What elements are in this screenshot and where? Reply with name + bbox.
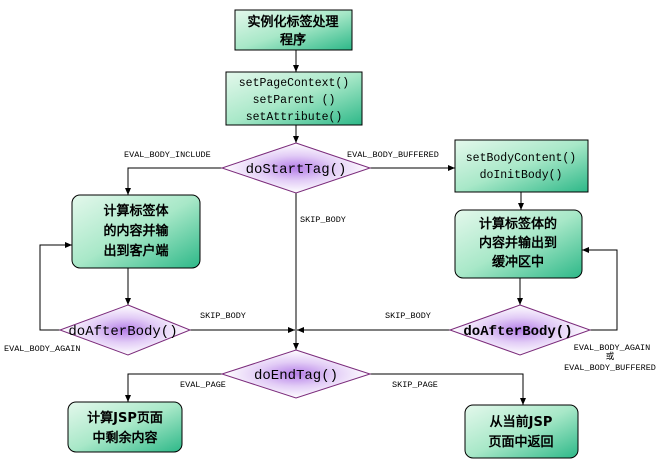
node-return-page: 从当前JSP 页面中返回 <box>464 404 579 459</box>
label-eval-page: EVAL_PAGE <box>180 380 226 390</box>
label-skip-body-left: SKIP_BODY <box>200 311 246 321</box>
label-eval-body-again-right: EVAL_BODY_AGAIN <box>574 343 651 353</box>
node-setters-line: setAttribute() <box>246 111 343 124</box>
node-compute-body-output-line: 出到客户端 <box>103 243 168 259</box>
node-set-body-content-line: setBodyContent() <box>466 152 576 165</box>
node-do-start-tag-label: doStartTag() <box>246 162 347 178</box>
label-skip-page: SKIP_PAGE <box>392 380 438 390</box>
edge-eval-body-include <box>125 167 222 195</box>
label-eval-body-buffered-right: EVAL_BODY_BUFFERED <box>564 363 656 373</box>
node-do-after-body-right-label: doAfterBody() <box>463 324 572 340</box>
label-eval-body-again-left: EVAL_BODY_AGAIN <box>4 344 81 354</box>
label-or: 或 <box>606 351 615 362</box>
label-skip-body-center: SKIP_BODY <box>300 215 346 225</box>
node-start-line: 程序 <box>280 32 306 48</box>
node-compute-body-output-line: 计算标签体 <box>103 203 169 219</box>
node-compute-body-buffer-line: 内容并输出到 <box>479 235 557 251</box>
node-return-page-line: 从当前JSP <box>490 414 553 430</box>
node-do-after-body-left-label: doAfterBody() <box>68 324 177 340</box>
node-setters-line: setParent () <box>253 94 336 107</box>
edge-loop-right <box>582 247 618 331</box>
node-setters: setPageContext() setParent () setAttribu… <box>225 71 363 126</box>
node-compute-body-buffer: 计算标签体的 内容并输出到 缓冲区中 <box>454 209 583 279</box>
node-compute-body-buffer-line: 缓冲区中 <box>492 254 544 270</box>
node-do-end-tag: doEndTag() <box>220 349 372 399</box>
edges <box>39 50 618 405</box>
node-do-start-tag: doStartTag() <box>220 142 372 194</box>
node-start-line: 实例化标签处理 <box>247 14 338 30</box>
node-compute-body-buffer-line: 计算标签体的 <box>479 216 557 232</box>
edge-skip-page <box>370 373 526 405</box>
node-compute-body-output: 计算标签体 的内容并输 出到客户端 <box>71 194 201 269</box>
node-set-body-content-line: doInitBody() <box>480 169 563 182</box>
node-start: 实例化标签处理 程序 <box>234 9 353 51</box>
node-return-page-line: 页面中返回 <box>488 434 553 450</box>
node-compute-body-output-line: 的内容并输 <box>103 223 169 239</box>
label-eval-body-buffered: EVAL_BODY_BUFFERED <box>347 150 439 160</box>
label-eval-body-include: EVAL_BODY_INCLUDE <box>124 150 211 160</box>
label-skip-body-right: SKIP_BODY <box>385 311 431 321</box>
node-eval-rest: 计算JSP页面 中剩余内容 <box>67 401 183 453</box>
node-set-body-content: setBodyContent() doInitBody() <box>454 139 589 193</box>
edge-eval-page <box>125 373 222 402</box>
node-eval-rest-line: 计算JSP页面 <box>87 410 163 426</box>
node-setters-line: setPageContext() <box>239 77 349 90</box>
node-do-after-body-right: doAfterBody() <box>448 304 592 356</box>
node-do-end-tag-label: doEndTag() <box>254 368 338 384</box>
node-eval-rest-line: 中剩余内容 <box>92 430 157 446</box>
node-do-after-body-left: doAfterBody() <box>58 304 192 356</box>
edge-loop-left <box>39 242 72 331</box>
